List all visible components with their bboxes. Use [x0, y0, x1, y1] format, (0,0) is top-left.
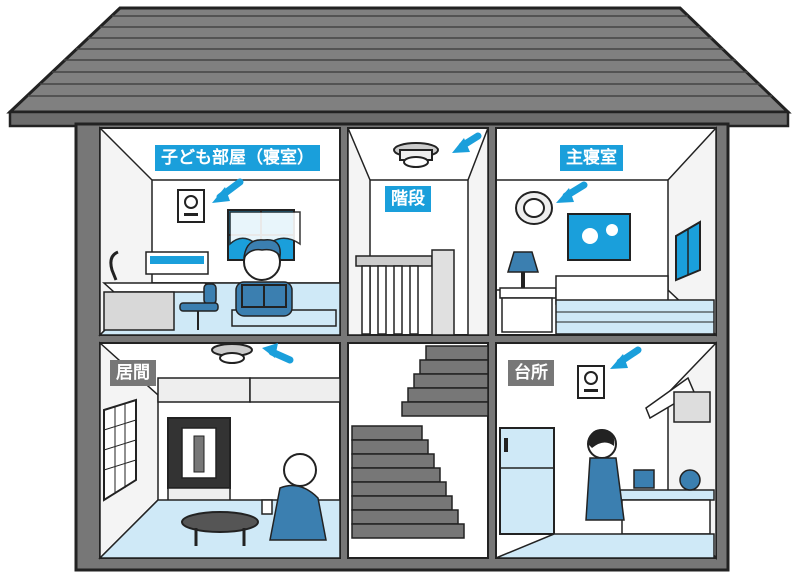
stairs-lower	[348, 343, 488, 558]
butsudan-altar	[168, 418, 230, 508]
refrigerator	[500, 428, 554, 534]
bedroom-picture	[568, 214, 630, 260]
room-label-master-bedroom: 主寝室	[560, 145, 623, 171]
roof	[10, 8, 788, 126]
room-label-stairs: 階段	[385, 186, 431, 212]
sliding-doors	[158, 378, 340, 402]
room-label-kids-room: 子ども部屋（寝室）	[155, 145, 320, 171]
stairs-upper	[348, 128, 488, 335]
room-label-living-room: 居間	[110, 360, 156, 386]
ceiling-smoke-alarm-icon	[516, 192, 552, 224]
wall-alarm-icon	[578, 366, 604, 398]
wall-alarm-icon	[178, 190, 204, 222]
room-label-kitchen: 台所	[508, 360, 554, 386]
